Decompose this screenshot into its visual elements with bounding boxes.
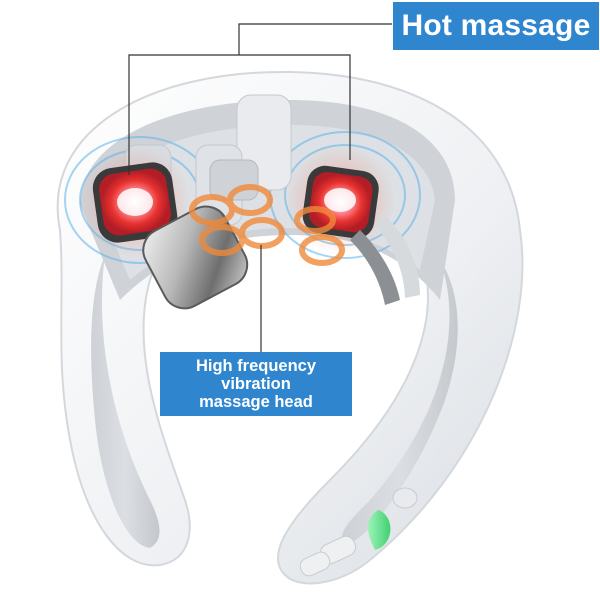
vibration-label-line1: High frequency — [195, 357, 317, 375]
vibration-glow — [189, 184, 345, 266]
rear-fins — [350, 215, 420, 305]
vibration-head-label: High frequency vibration massage head — [160, 352, 352, 416]
heating-electrode-right — [285, 145, 395, 255]
control-panel — [299, 487, 418, 577]
power-indicator-light — [367, 510, 391, 550]
vibration-label-line3: massage head — [199, 393, 313, 411]
hot-massage-callout-lines — [128, 23, 392, 175]
vibration-label-line2: vibration — [221, 375, 291, 393]
hot-massage-label: Hot massage — [393, 2, 599, 50]
